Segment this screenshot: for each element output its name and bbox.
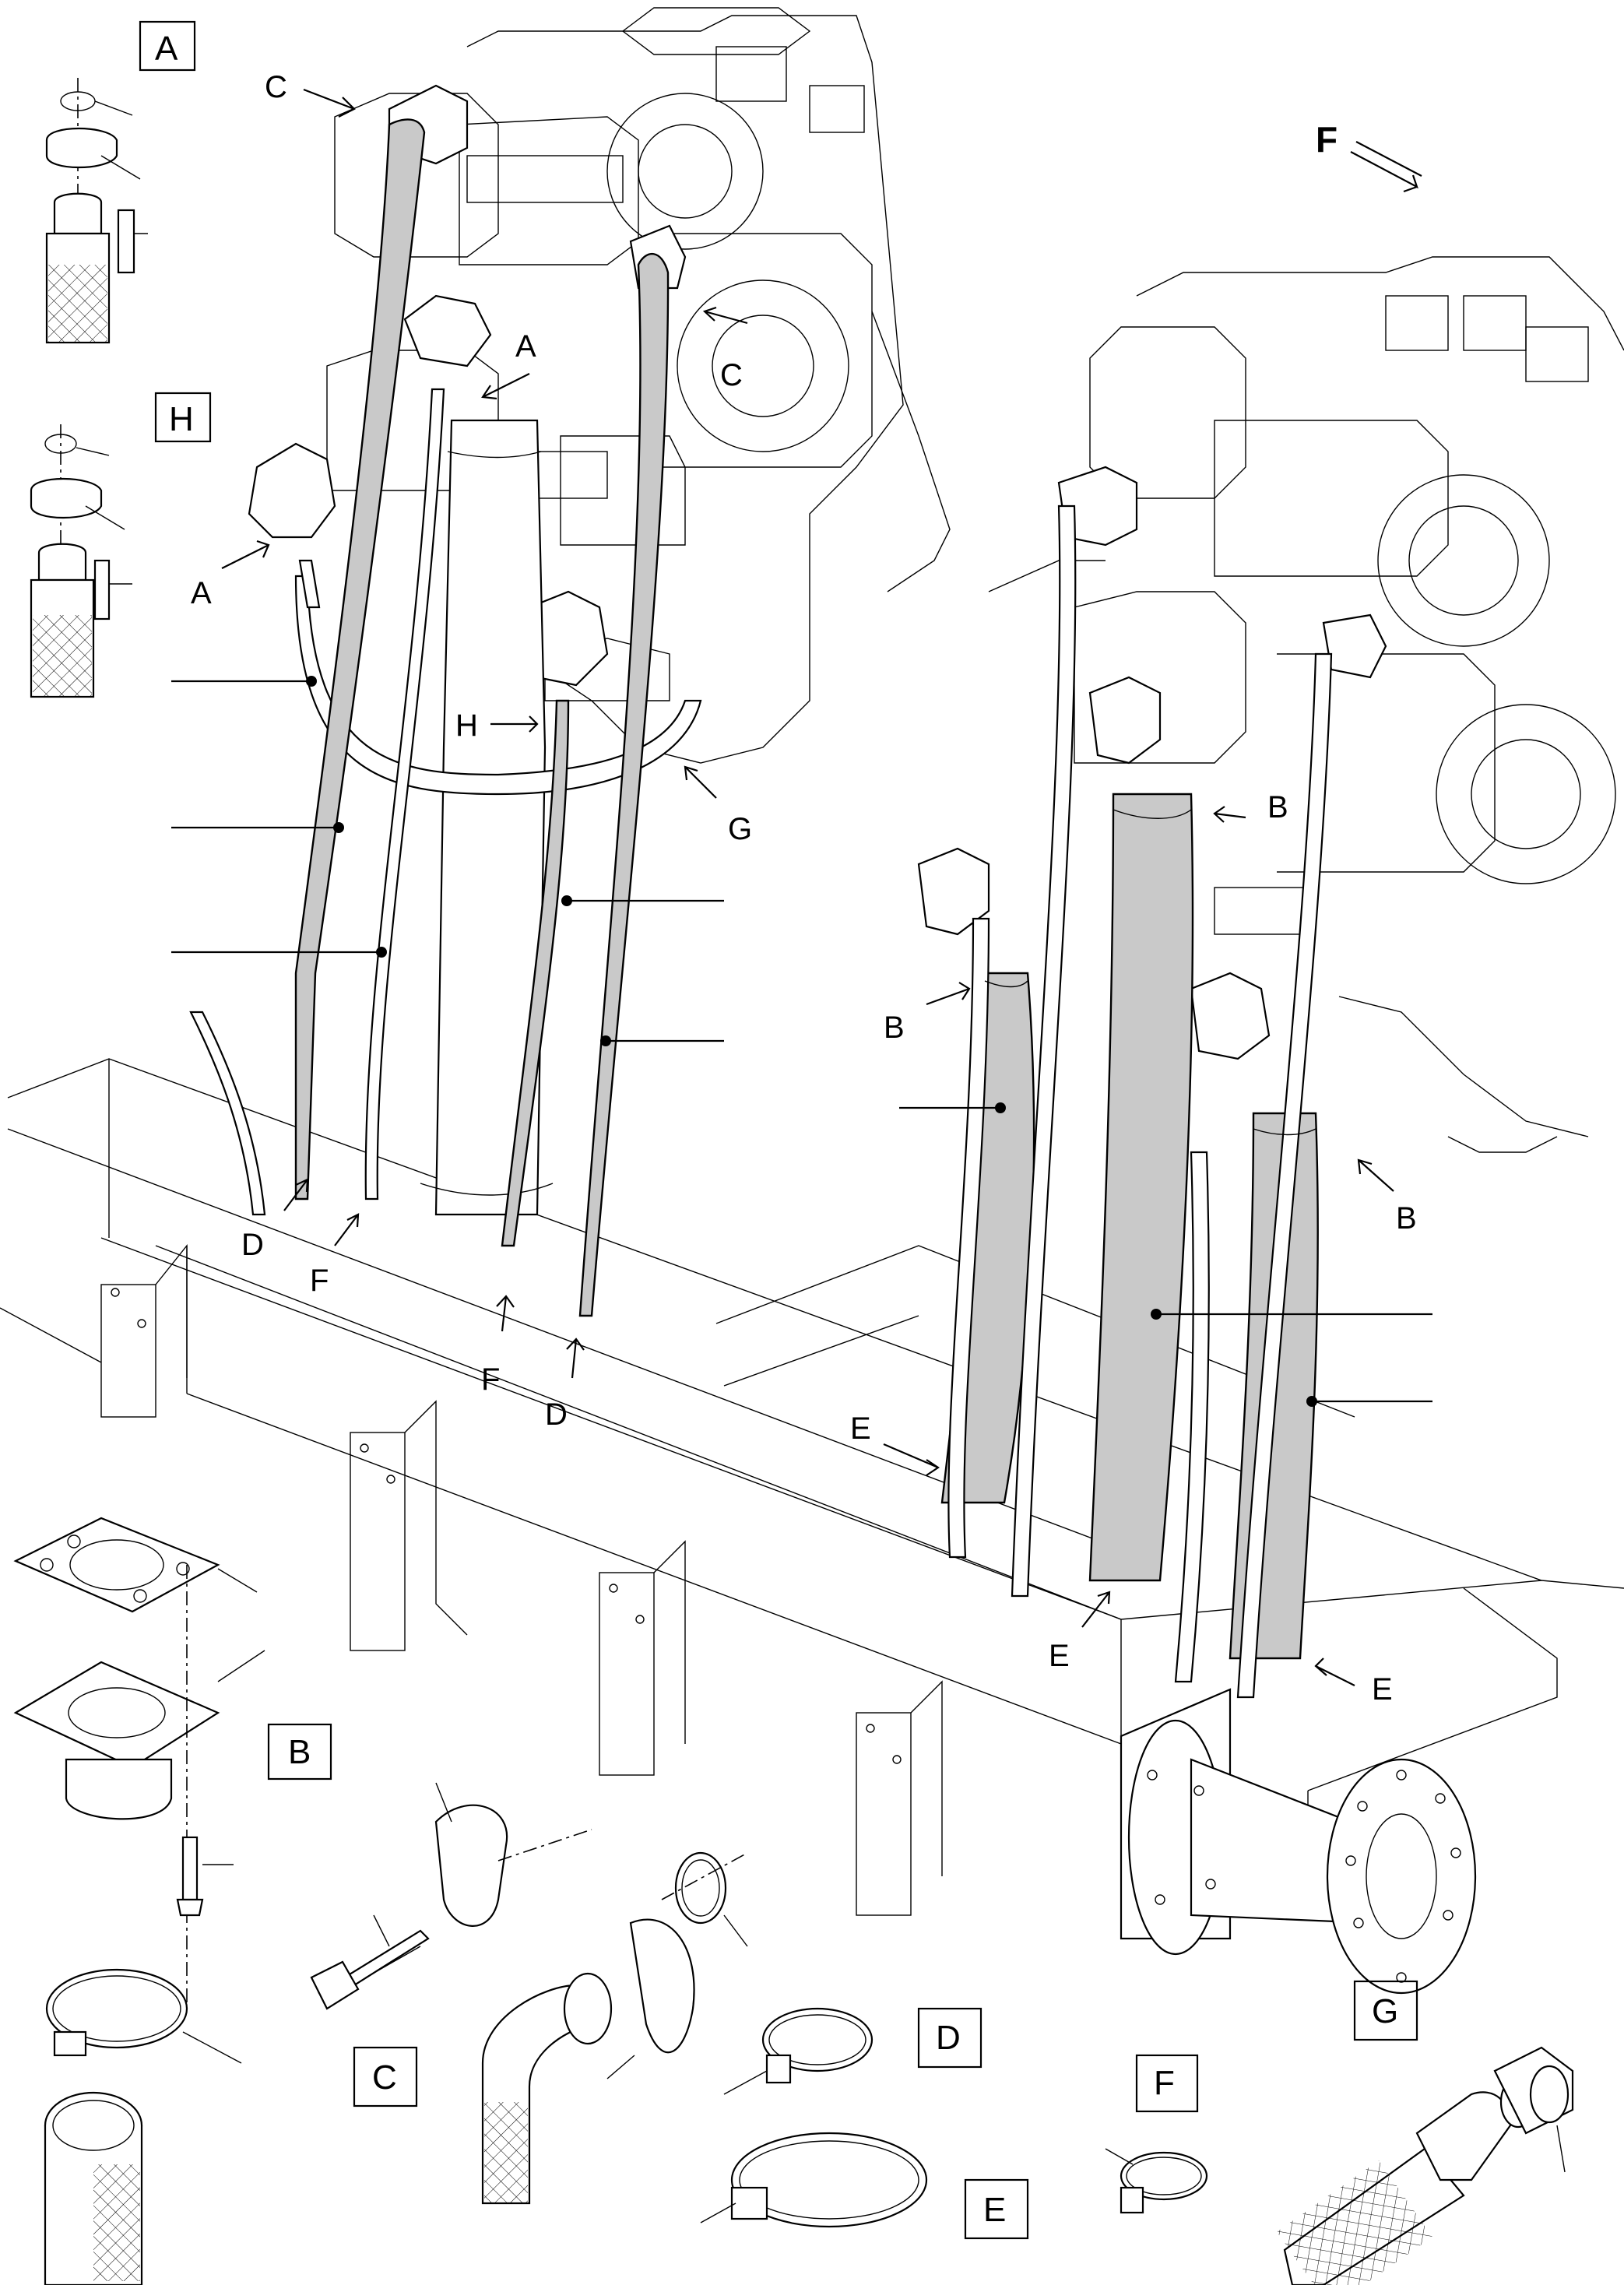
central-column xyxy=(420,419,554,1216)
detail-box-c-label: C xyxy=(372,2058,397,2097)
detail-box-b-label: B xyxy=(288,1733,311,1771)
detail-a-clamp-fitting: A xyxy=(45,20,196,344)
callout-f-left: F xyxy=(310,1264,329,1298)
detail-g-hose-fitting: G xyxy=(1277,1980,1574,2285)
detail-f-small-clamp: F xyxy=(1105,2054,1208,2214)
callout-e-left: E xyxy=(850,1411,871,1446)
callout-h-mid: H xyxy=(455,708,478,743)
callout-a-left: A xyxy=(191,576,212,610)
callout-e-mid: E xyxy=(1049,1639,1070,1673)
detail-b-flange-kit: B xyxy=(13,1517,332,2285)
callout-e-right: E xyxy=(1372,1672,1393,1707)
right-gearbox-housing xyxy=(988,256,1624,1153)
direction-label: F xyxy=(1316,119,1338,160)
ring-hose xyxy=(294,575,702,796)
detail-d-small-clamp: D xyxy=(723,2007,982,2095)
callout-b-upper: B xyxy=(1267,790,1288,824)
detail-box-a-label: A xyxy=(155,30,178,68)
leader-lines xyxy=(171,676,1432,1407)
callout-c-top: C xyxy=(265,70,287,104)
detail-e-large-clamp: E xyxy=(700,2132,1029,2240)
detail-box-f-label: F xyxy=(1154,2064,1175,2102)
callout-d-mid: D xyxy=(545,1397,568,1432)
callout-d-left: D xyxy=(241,1228,264,1262)
callout-b-right: B xyxy=(1396,1201,1417,1236)
detail-box-e-label: E xyxy=(983,2191,1006,2229)
callout-b-left: B xyxy=(884,1011,905,1045)
left-gearbox-housing xyxy=(326,7,951,764)
outlet-pipe-flange xyxy=(1120,1688,1477,1995)
right-hoses xyxy=(940,504,1333,1699)
left-hoses xyxy=(189,118,670,1317)
callout-c-right: C xyxy=(720,358,743,392)
callout-a-top: A xyxy=(515,329,536,364)
callout-g-mid: G xyxy=(728,812,752,846)
detail-box-g-label: G xyxy=(1372,1992,1398,2030)
callout-f-mid: F xyxy=(481,1362,500,1397)
detail-box-d-label: D xyxy=(936,2019,961,2057)
detail-c-split-flange: C xyxy=(310,1782,748,2205)
detail-box-h-label: H xyxy=(169,400,194,438)
detail-h-clamp-fitting: H xyxy=(30,392,212,698)
callout-arrows xyxy=(221,88,1422,1686)
